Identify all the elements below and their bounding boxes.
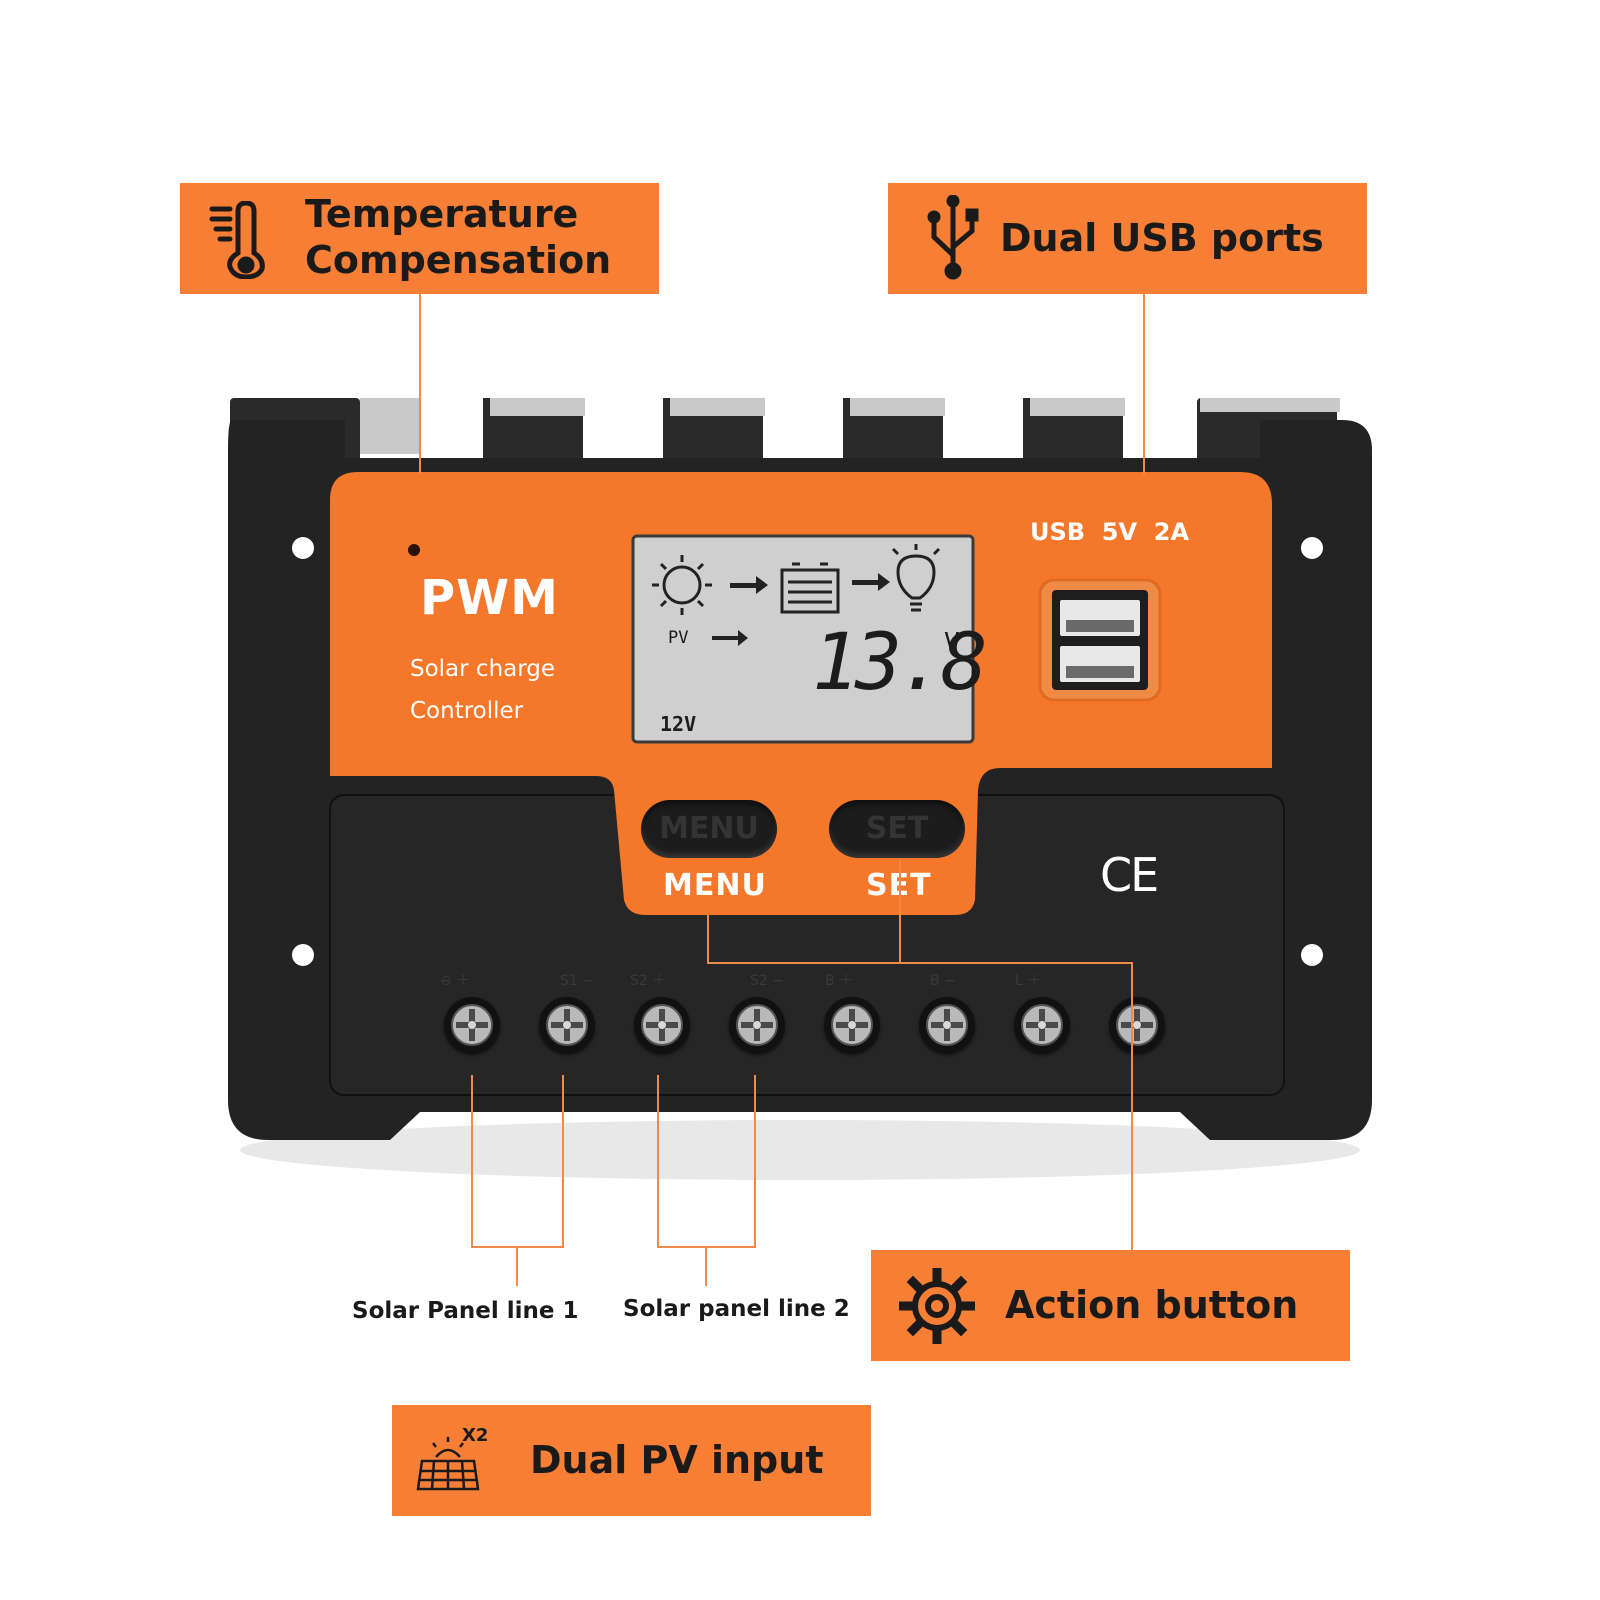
callout-dual-pv: X2 Dual PV input xyxy=(392,1405,871,1516)
panel-line-2-label: Solar panel line 2 xyxy=(623,1296,850,1322)
lcd-system-voltage: 12V xyxy=(660,712,697,736)
usb-icon xyxy=(926,194,980,285)
pv-callout-label: Dual PV input xyxy=(530,1438,824,1482)
solar-panel-icon xyxy=(416,1427,496,1497)
terminal-screw xyxy=(539,997,595,1053)
lcd-unit: V xyxy=(944,628,960,658)
svg-text:S2 ＋: S2 ＋ xyxy=(630,973,666,989)
panel-line-1-label: Solar Panel line 1 xyxy=(352,1298,579,1324)
thermometer-icon xyxy=(208,200,268,283)
terminal-screw xyxy=(729,997,785,1053)
temperature-line1: Temperature xyxy=(305,192,579,236)
menu-label: MENU xyxy=(663,868,767,903)
lcd-voltage-reading: 13.8 xyxy=(812,618,988,708)
subtitle-line1: Solar charge xyxy=(410,656,556,682)
leader-action-seg xyxy=(707,962,1132,964)
leader-action-seg xyxy=(899,860,901,963)
callout-temperature-compensation: Temperature Compensation xyxy=(180,183,659,294)
usb-callout-label: Dual USB ports xyxy=(1000,216,1324,260)
leader-panel1 xyxy=(471,1075,473,1247)
svg-text:L ＋: L ＋ xyxy=(1015,973,1041,989)
leader-action xyxy=(707,915,709,963)
terminal-screw xyxy=(1014,997,1070,1053)
svg-text:S2 −: S2 − xyxy=(750,973,784,989)
leader-panel2 xyxy=(754,1075,756,1247)
terminal-screw xyxy=(919,997,975,1053)
svg-text:B −: B − xyxy=(930,973,956,989)
pv-multiplier-badge: X2 xyxy=(462,1425,489,1446)
terminal-screw xyxy=(634,997,690,1053)
set-button[interactable]: SET xyxy=(829,800,965,858)
svg-text:⊖ ＋: ⊖ ＋ xyxy=(440,973,470,989)
leader-panel2 xyxy=(657,1075,659,1247)
lcd-pv-label: PV xyxy=(668,628,689,648)
callout-action-button: Action button xyxy=(871,1250,1350,1361)
gear-icon xyxy=(898,1267,976,1348)
menu-button[interactable]: MENU xyxy=(641,800,777,858)
svg-text:S1 −: S1 − xyxy=(560,973,594,989)
terminal-screw xyxy=(444,997,500,1053)
callout-dual-usb: Dual USB ports xyxy=(888,183,1367,294)
terminal-screw xyxy=(1109,997,1165,1053)
leader-panel2 xyxy=(705,1246,707,1286)
leader-usb xyxy=(1143,294,1145,474)
svg-text:B ＋: B ＋ xyxy=(825,973,853,989)
ce-mark: CE xyxy=(1100,848,1159,902)
leader-panel1 xyxy=(516,1246,518,1286)
temperature-line2: Compensation xyxy=(305,238,612,282)
brand-label: PWM xyxy=(420,570,559,626)
leader-temperature xyxy=(419,294,421,474)
leader-panel1 xyxy=(562,1075,564,1247)
action-callout-label: Action button xyxy=(1005,1283,1299,1327)
leader-action-seg xyxy=(1131,962,1133,1250)
subtitle-line2: Controller xyxy=(410,698,524,724)
terminal-screw xyxy=(824,997,880,1053)
usb-rating-label: USB 5V 2A xyxy=(1030,518,1190,546)
set-label: SET xyxy=(866,868,932,903)
